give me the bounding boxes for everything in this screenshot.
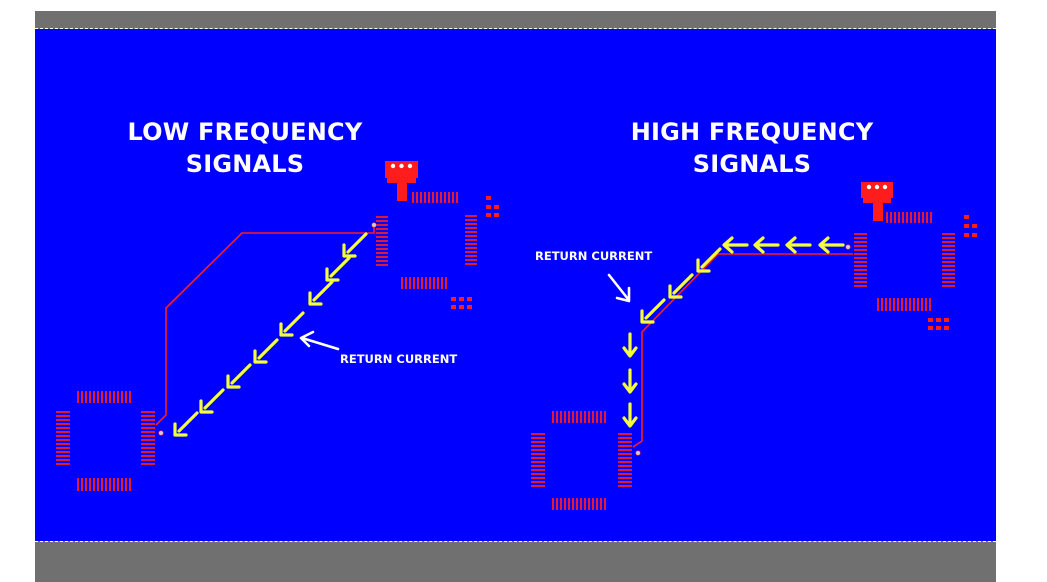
via-icon bbox=[158, 430, 164, 436]
high-frequency-heading: HIGH FREQUENCY SIGNALS bbox=[602, 116, 902, 180]
return-current-arrow-icon bbox=[279, 311, 305, 337]
ic-chip-icon bbox=[854, 212, 977, 330]
signal-trace bbox=[155, 224, 375, 426]
ic-chip-icon bbox=[531, 411, 632, 510]
connector-icon bbox=[385, 161, 418, 201]
bottom-frame-band bbox=[35, 541, 996, 582]
return-current-arrow-icon bbox=[622, 402, 638, 428]
low-frequency-heading-line1: LOW FREQUENCY bbox=[127, 118, 363, 146]
return-current-arrow-icon bbox=[818, 236, 845, 254]
via-icon bbox=[371, 222, 377, 228]
low-frequency-heading: LOW FREQUENCY SIGNALS bbox=[95, 116, 395, 180]
return-current-arrow-icon bbox=[722, 236, 749, 254]
right-panel-layout bbox=[531, 182, 977, 510]
board-edge-top bbox=[35, 28, 996, 29]
connector-icon bbox=[861, 182, 893, 221]
return-current-arrow-icon bbox=[253, 338, 279, 364]
top-frame-band bbox=[35, 11, 996, 29]
pcb-layout bbox=[56, 161, 977, 510]
return-current-arrow-icon bbox=[785, 236, 812, 254]
via-icon bbox=[635, 450, 641, 456]
ic-chip-icon bbox=[376, 192, 499, 309]
return-current-arrow-icon bbox=[342, 232, 368, 258]
return-current-path-left bbox=[173, 232, 368, 437]
pcb-diagram: LOW FREQUENCY SIGNALS HIGH FREQUENCY SIG… bbox=[35, 11, 996, 582]
callout-pointer-icon bbox=[607, 273, 631, 303]
return-current-arrow-icon bbox=[622, 332, 638, 358]
return-current-arrow-icon bbox=[640, 298, 666, 324]
return-current-arrow-icon bbox=[325, 256, 351, 282]
via-icon bbox=[845, 244, 851, 250]
return-current-arrow-icon bbox=[753, 236, 780, 254]
signal-trace bbox=[632, 253, 853, 448]
return-current-arrow-icon bbox=[173, 411, 199, 437]
return-current-path-right bbox=[622, 236, 845, 428]
ic-chip-icon bbox=[56, 391, 155, 491]
return-current-arrow-icon bbox=[308, 280, 334, 306]
left-panel-layout bbox=[56, 161, 499, 491]
return-current-arrow-icon bbox=[696, 247, 722, 273]
high-frequency-heading-line1: HIGH FREQUENCY bbox=[630, 118, 874, 146]
return-current-arrow-icon bbox=[226, 363, 252, 389]
return-current-arrow-icon bbox=[199, 388, 225, 414]
board-edge-bottom bbox=[35, 541, 996, 542]
callout-pointer-icon bbox=[299, 330, 340, 351]
high-frequency-heading-line2: SIGNALS bbox=[692, 150, 812, 178]
return-current-label-high: RETURN CURRENT bbox=[535, 249, 653, 263]
low-frequency-heading-line2: SIGNALS bbox=[185, 150, 305, 178]
return-current-label-low: RETURN CURRENT bbox=[340, 352, 458, 366]
return-current-arrow-icon bbox=[622, 368, 638, 394]
return-current-arrow-icon bbox=[668, 273, 694, 299]
